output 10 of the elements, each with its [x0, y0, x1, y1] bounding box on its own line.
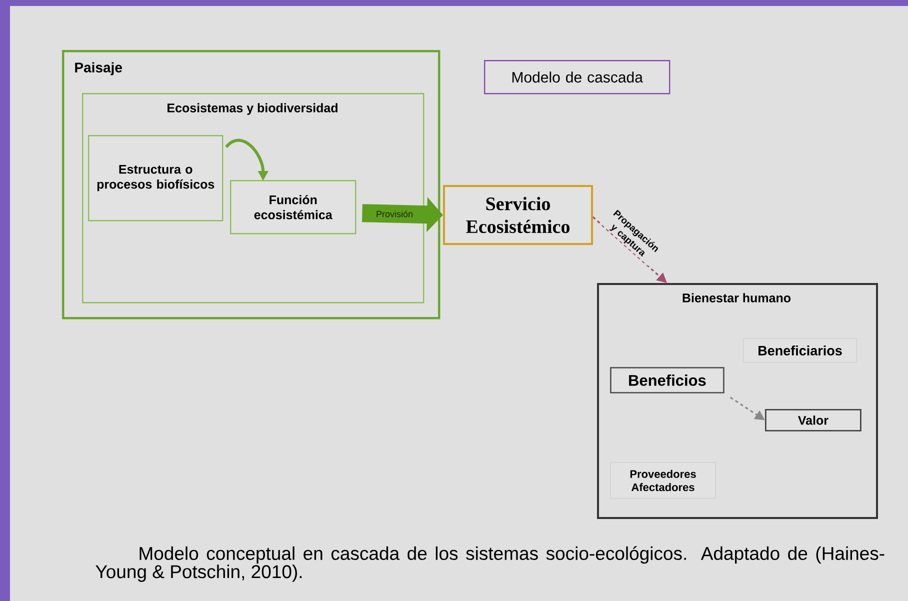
title-box: Modelo de cascada	[484, 60, 670, 94]
label-box: Proveedores Afectadores	[610, 462, 716, 499]
label-box: Valor	[765, 409, 862, 432]
process-box: Estructura o procesos biofísicos	[88, 135, 224, 222]
process-box: Función ecosistémica	[230, 180, 356, 234]
service-box: Servicio Ecosistémico	[443, 185, 593, 245]
label-box: Beneficios	[610, 367, 724, 394]
label-box: Beneficiarios	[743, 338, 857, 363]
edge-label: Provisión	[376, 210, 412, 218]
caption: Modelo conceptual en cascada de los sistemas socio-ecológicos. Adaptado de (Haines-Young & Potschin, 2010).	[96, 546, 884, 582]
